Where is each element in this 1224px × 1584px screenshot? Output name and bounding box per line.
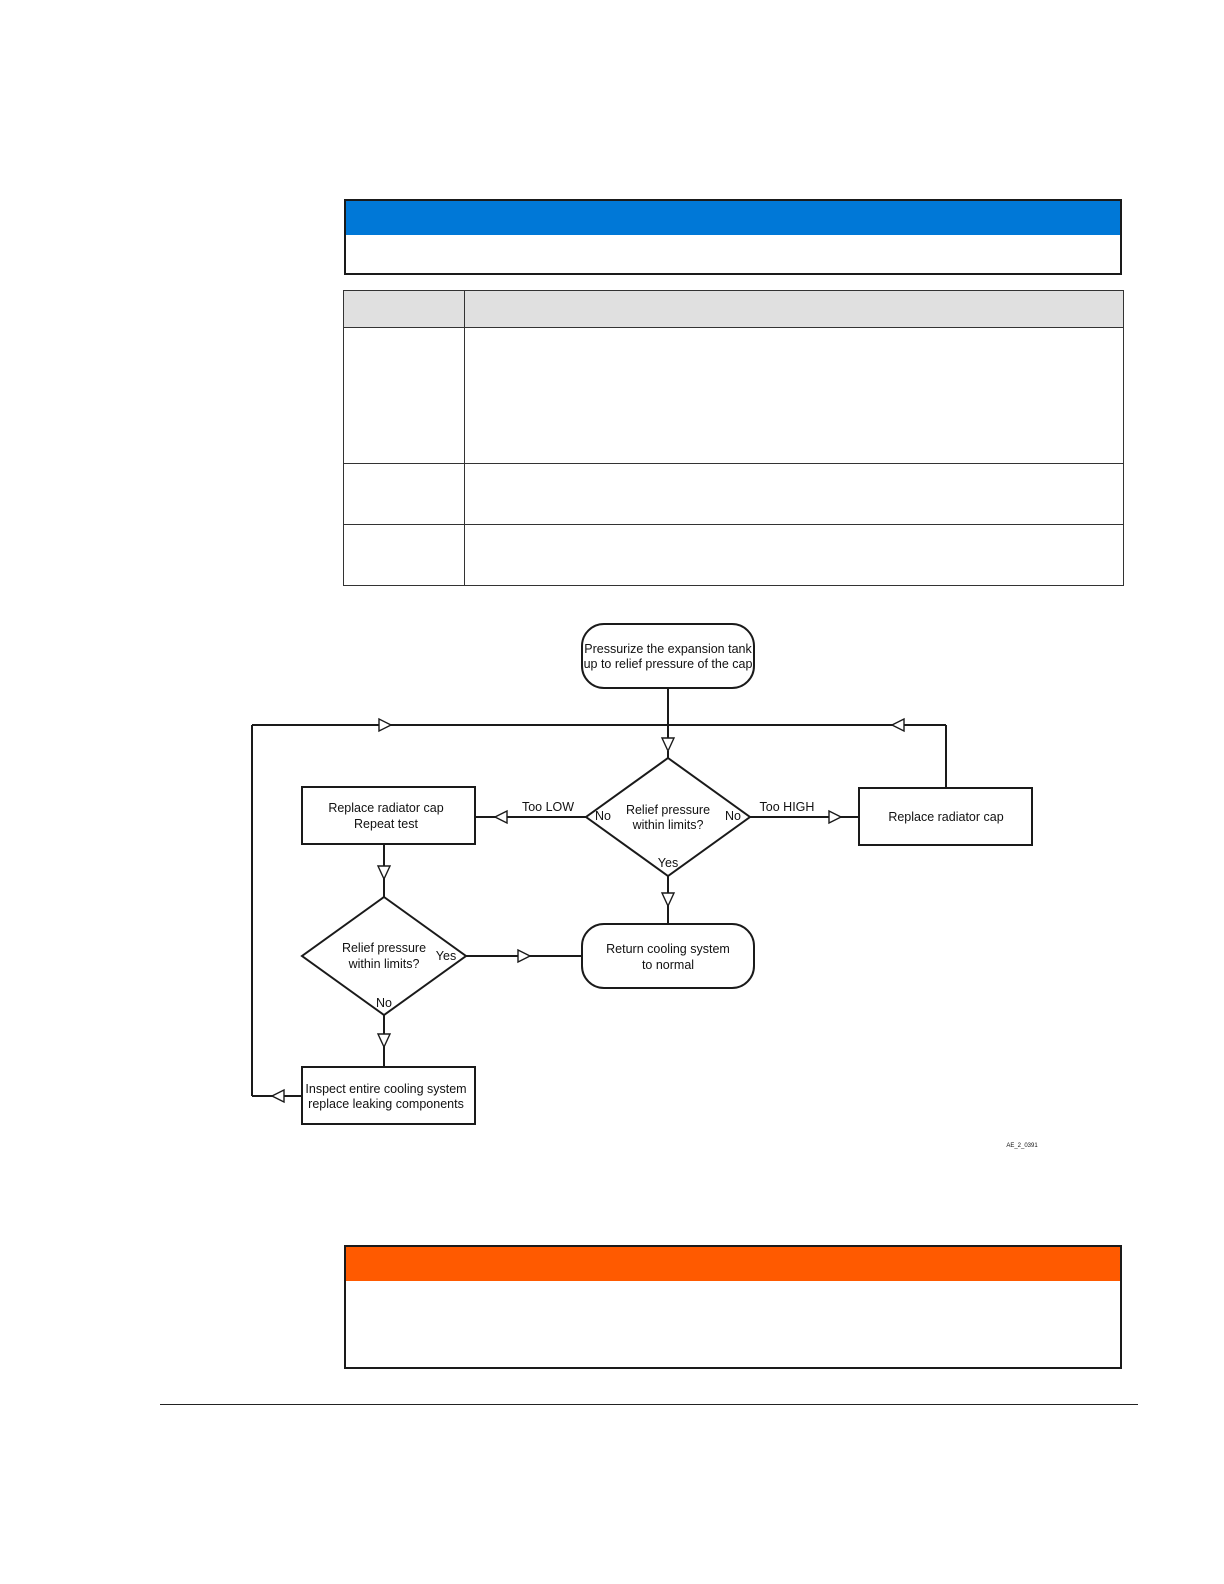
decision-second-text-line1: Relief pressure bbox=[342, 941, 426, 955]
table-cell bbox=[464, 327, 1124, 464]
decision-main-bottom-label: Yes bbox=[658, 856, 678, 870]
arrowhead bbox=[376, 865, 392, 881]
replace-repeat-text-line2: Repeat test bbox=[354, 817, 418, 831]
table-row bbox=[343, 463, 1124, 525]
table-header-row bbox=[343, 290, 1124, 328]
arrowhead bbox=[378, 717, 393, 733]
decision-second-text-line2: within limits? bbox=[348, 957, 420, 971]
arrowhead bbox=[376, 1033, 392, 1049]
replace-cap-box bbox=[858, 787, 1033, 846]
arrowhead bbox=[828, 809, 843, 825]
inspect-text-line1: Inspect entire cooling system bbox=[305, 1082, 466, 1096]
inspect-box bbox=[301, 1066, 476, 1125]
too-low-label: Too LOW bbox=[522, 800, 574, 814]
replace-cap-text: Replace radiator cap bbox=[888, 810, 1003, 824]
warning-notice-header bbox=[346, 1247, 1120, 1281]
replace-repeat-box bbox=[301, 786, 476, 845]
return-normal-terminal bbox=[581, 923, 755, 989]
info-table bbox=[343, 290, 1124, 586]
decision-main-left-label: No bbox=[595, 809, 611, 823]
table-cell bbox=[464, 524, 1124, 586]
decision-main-right-label: No bbox=[725, 809, 741, 823]
replace-repeat-text-line1: Replace radiator cap bbox=[328, 801, 443, 815]
table-row bbox=[343, 524, 1124, 586]
footer-divider bbox=[160, 1404, 1138, 1405]
start-text-line1: Pressurize the expansion tank bbox=[584, 642, 752, 656]
start-terminal bbox=[581, 623, 755, 689]
arrowhead bbox=[270, 1088, 285, 1104]
warning-notice-box bbox=[344, 1245, 1122, 1369]
decision-main-text-line2: within limits? bbox=[632, 818, 704, 832]
decision-main-text-line1: Relief pressure bbox=[626, 803, 710, 817]
table-cell bbox=[343, 463, 465, 525]
decision-second-diamond bbox=[300, 895, 468, 1017]
arrowhead bbox=[660, 892, 676, 908]
info-notice-header bbox=[346, 201, 1120, 235]
return-normal-text-line2: to normal bbox=[642, 958, 694, 972]
decision-second-bottom-label: No bbox=[376, 996, 392, 1010]
figure-id: AE_2_0391 bbox=[1006, 1143, 1038, 1149]
arrowhead bbox=[890, 717, 905, 733]
arrowhead bbox=[493, 809, 508, 825]
table-header-cell bbox=[464, 290, 1124, 328]
return-normal-text-line1: Return cooling system bbox=[606, 942, 730, 956]
table-cell bbox=[343, 524, 465, 586]
info-notice-box bbox=[344, 199, 1122, 275]
decision-main-diamond bbox=[584, 756, 752, 878]
arrowhead bbox=[660, 737, 676, 753]
start-text-line2: up to relief pressure of the cap bbox=[584, 657, 753, 671]
too-high-label: Too HIGH bbox=[760, 800, 815, 814]
inspect-text-line2: replace leaking components bbox=[308, 1097, 464, 1111]
table-cell bbox=[464, 463, 1124, 525]
arrowhead bbox=[517, 948, 532, 964]
decision-second-right-label: Yes bbox=[436, 949, 456, 963]
